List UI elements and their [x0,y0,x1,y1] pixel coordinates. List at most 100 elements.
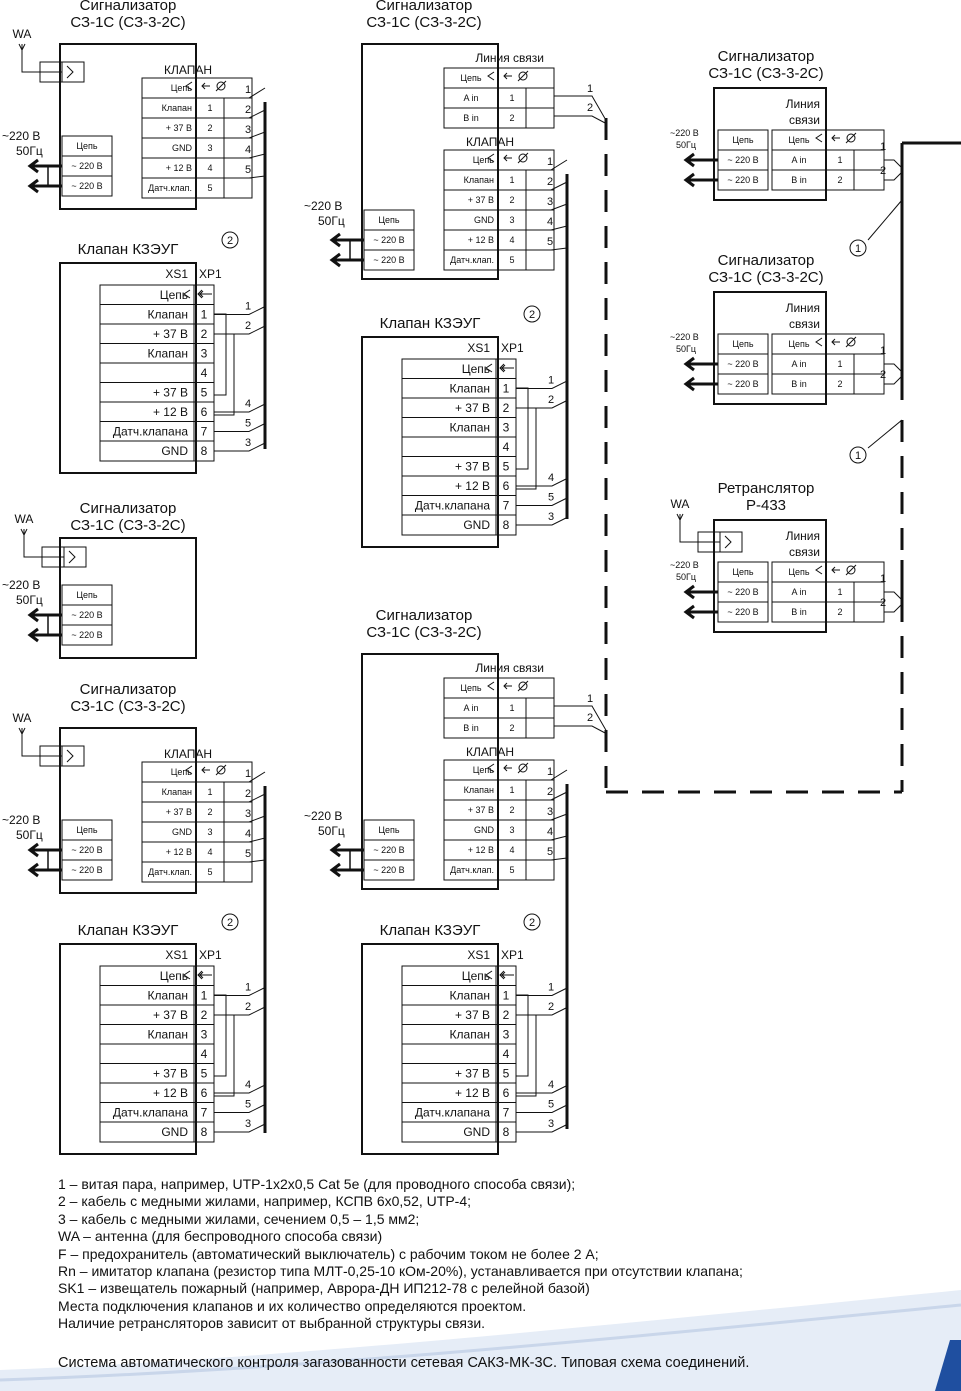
null-symbol [846,565,856,575]
legend-line: SK1 – извещатель пожарный (например, Авр… [58,1280,590,1297]
valve-box [361,943,499,1155]
klapan-header: КЛАПАН [466,745,514,759]
valve-wire [516,1123,569,1133]
klapan-row-label: Клапан [464,785,494,795]
klapan-row-label: + 12 В [166,163,192,173]
circuit-arrow [503,154,512,162]
signaler-title: СЗ-1С (СЗ-3-2С) [70,698,185,715]
wire-number: 3 [548,1118,554,1130]
wire-number: 1 [880,345,886,357]
signaler-title: СЗ-1С (СЗ-3-2С) [708,269,823,286]
antenna-input [61,745,85,767]
wire-number: 3 [245,124,251,136]
legend: 1 – витая пара, например, UTP-1x2x0,5 Ca… [58,1176,918,1333]
valve-pin: 6 [503,479,510,493]
valve-pin: 1 [201,308,208,322]
valve-pin: 5 [503,1067,510,1081]
signaler-title: СЗ-1С (СЗ-3-2С) [708,65,823,82]
wire-number: 1 [880,141,886,153]
circuit-arrow [831,338,840,346]
circuit-arrow [831,134,840,142]
signaler-title: СЗ-1С (СЗ-3-2С) [366,14,481,31]
power-row-label: ~ 220 В [727,587,758,597]
power-row-label: Цепь [732,339,754,349]
wire-number: 2 [245,320,251,332]
valve-pin: 8 [201,1125,208,1139]
mains-label: ~220 В [2,813,40,827]
wire-number: 1 [245,768,251,780]
klapan-row-label: GND [474,825,495,835]
antenna-coupler [40,65,74,79]
wire-number: 2 [587,102,593,114]
wire-number: 1 [245,84,251,96]
wire-number: 2 [245,1001,251,1013]
circuit-arrow [201,82,210,90]
valve-wire [214,1104,266,1113]
klapan-pin: 5 [509,865,514,875]
circuit-symbol [815,337,823,347]
mains-arrow [27,862,39,878]
valve-title: Клапан КЗЭУГ [380,922,481,939]
line-row-label: B in [463,113,479,123]
wire-number: 1 [587,693,593,705]
klapan-row-label: GND [172,827,193,837]
wire-number: 1 [245,982,251,994]
circuit-arrow [499,970,514,980]
legend-line: 2 – кабель с медными жилами, например, К… [58,1193,471,1210]
circuit-arrow [197,970,212,980]
klapan-wire [550,181,568,191]
jumper [214,313,227,396]
line-header: связи [789,113,820,127]
power-row-label: ~ 220 В [71,865,102,875]
antenna-icon [18,727,40,757]
xs1-label: XS1 [165,948,188,962]
line-pin: 2 [837,379,842,389]
antenna-icon [18,43,40,73]
cable-mark [849,239,867,257]
wire-number: 3 [547,806,553,818]
klapan-pin: 5 [207,867,212,877]
wire-number: 3 [245,437,251,449]
line-header: Линия [786,97,820,111]
valve-pin: 5 [201,386,208,400]
klapan-wire [550,247,568,251]
klapan-wire [248,859,266,863]
line-pin: 1 [509,93,514,103]
klapan-pin: 5 [207,183,212,193]
power-row-label: ~ 220 В [71,845,102,855]
null-symbol [517,680,529,692]
signaler-title: Ретранслятор [718,480,815,497]
valve-row-label: + 12 В [455,1086,490,1100]
xs1-label: XS1 [467,341,490,355]
power-row-label: Цепь [76,590,98,600]
power-row-label: Цепь [76,825,98,835]
mains-arrow [329,232,341,248]
klapan-row-label: + 37 В [166,123,192,133]
cable-mark [221,231,239,249]
antenna-label: WA [671,497,690,511]
wire-number: 5 [245,1099,251,1111]
signaler-box [59,537,197,659]
klapan-row-label: + 12 В [468,845,494,855]
valve-row-label: + 37 В [455,401,490,415]
wire-number: 1 [548,982,554,994]
klapan-row-label: Клапан [162,103,192,113]
wire-number: 1 [547,766,553,778]
wire-number: 2 [880,369,886,381]
valve-pin: 2 [503,401,510,415]
circuit-symbol [487,71,495,81]
valve-wire [214,1123,266,1133]
valve-row-label: GND [161,1125,188,1139]
line-header: Линия [786,301,820,315]
comm-wire [884,603,903,613]
klapan-header: КЛАПАН [164,747,212,761]
valve-terminal [99,965,215,1143]
klapan-row-label: Датч.клап. [148,867,192,877]
wire-number: 2 [245,788,251,800]
klapan-row-label: Датч.клап. [450,865,494,875]
circuit-symbol [183,289,191,299]
mains-label: ~220 В [2,129,40,143]
klapan-wire [248,109,266,119]
circuit-arrow [201,766,210,774]
power-row-label: ~ 220 В [71,181,102,191]
